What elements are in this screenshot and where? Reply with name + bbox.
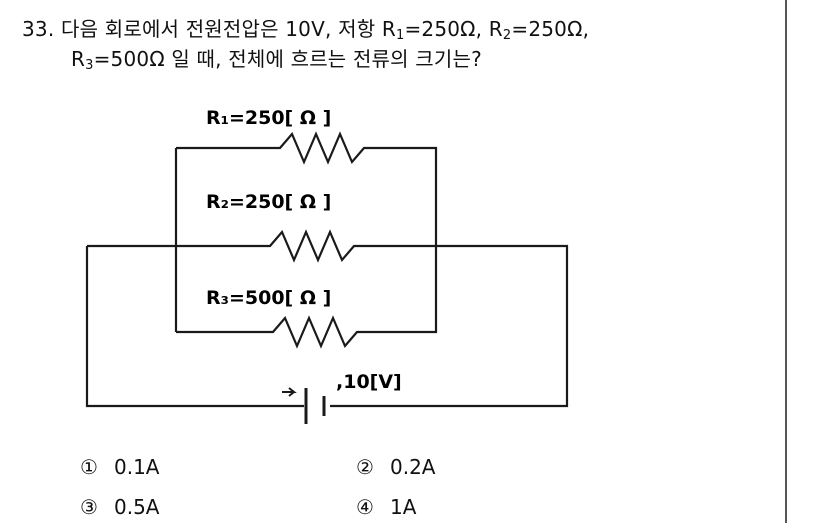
current-arrow-icon bbox=[282, 387, 297, 397]
page-right-border bbox=[785, 0, 787, 523]
source-voltage-label: ,10[V] bbox=[336, 371, 402, 393]
r2-branch-wire bbox=[85, 246, 304, 408]
question-line-2: R3=500Ω 일 때, 전체에 흐르는 전류의 크기는? bbox=[71, 47, 482, 73]
circuit-diagram: R₁=250[ Ω ] R₂=250[ Ω ] R₃=500[ Ω ] ,10[… bbox=[85, 107, 569, 424]
r2-resistor-wire bbox=[87, 229, 569, 408]
r1-branch-wire bbox=[176, 131, 438, 240]
question-line-1: 33. 다음 회로에서 전원전압은 10V, 저항 R1=250Ω, R2=25… bbox=[22, 17, 590, 43]
r3-label: R₃=500[ Ω ] bbox=[206, 287, 331, 309]
question-stem: 33. 다음 회로에서 전원전압은 10V, 저항 R1=250Ω, R2=25… bbox=[22, 14, 782, 74]
r2-label: R₂=250[ Ω ] bbox=[206, 191, 331, 213]
question-number: 33. bbox=[22, 17, 55, 41]
r3-branch-wire bbox=[176, 240, 438, 349]
r1-label: R₁=250[ Ω ] bbox=[206, 107, 331, 129]
battery-symbol bbox=[304, 388, 326, 424]
